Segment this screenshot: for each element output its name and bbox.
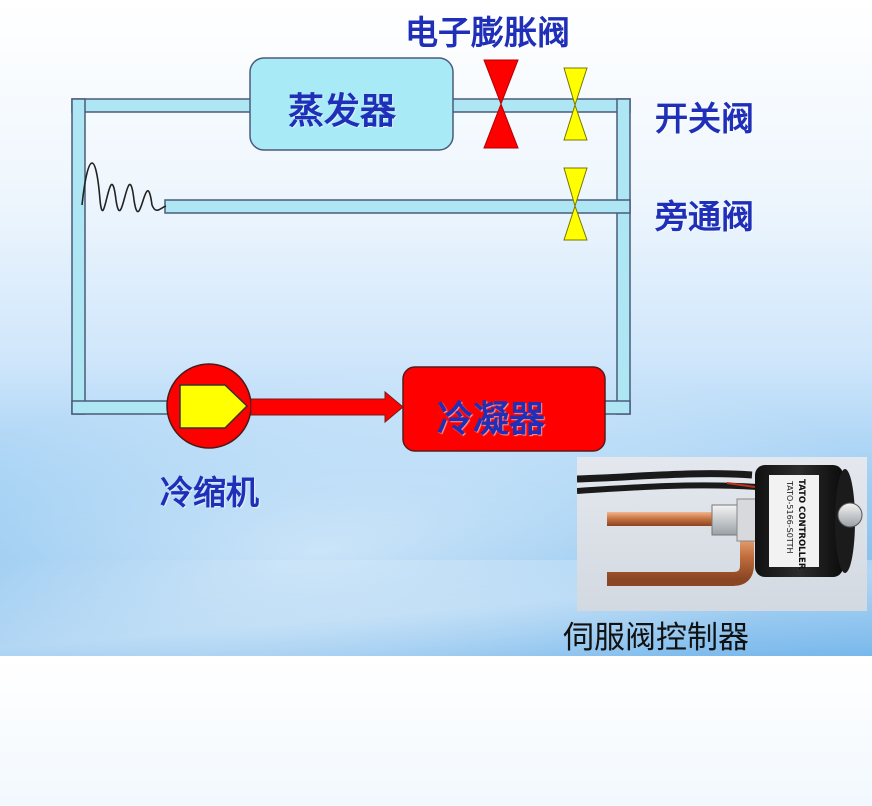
servo-controller-photo: TATO CONTROLLER TATO-5166-S0TTH <box>577 457 867 611</box>
servo-controller-illustration: TATO CONTROLLER TATO-5166-S0TTH <box>577 465 863 586</box>
pipe-bypass <box>164 199 631 214</box>
pipe-top-right <box>451 98 631 113</box>
expansion-valve-label: 电子膨胀阀 <box>405 13 570 52</box>
compressor-label: 冷缩机 <box>160 473 259 512</box>
bypass-valve-icon <box>563 167 588 241</box>
condenser-box <box>402 366 606 452</box>
capillary-coil <box>81 162 167 213</box>
pipe-right-vertical <box>616 98 631 415</box>
flow-arrow-icon <box>250 390 404 424</box>
photo-model-text: TATO-5166-S0TTH <box>785 480 794 553</box>
refrigeration-circuit-diagram <box>71 57 631 452</box>
compressor-arrow-icon <box>179 384 249 429</box>
bypass-valve-label: 旁通阀 <box>655 197 754 236</box>
evaporator-box <box>249 57 454 151</box>
pipe-left-vertical <box>71 98 86 415</box>
pipe-top-left <box>71 98 253 113</box>
expansion-valve-icon <box>483 59 519 149</box>
photo-brand-text: TATO CONTROLLER <box>796 479 806 570</box>
condenser-label: 冷凝器 <box>437 399 546 440</box>
evaporator-label: 蒸发器 <box>288 91 397 132</box>
pipe-bottom-left <box>71 400 173 415</box>
switch-valve-icon <box>563 67 588 141</box>
switch-valve-label: 开关阀 <box>655 99 754 138</box>
servo-controller-caption: 伺服阀控制器 <box>563 620 749 656</box>
